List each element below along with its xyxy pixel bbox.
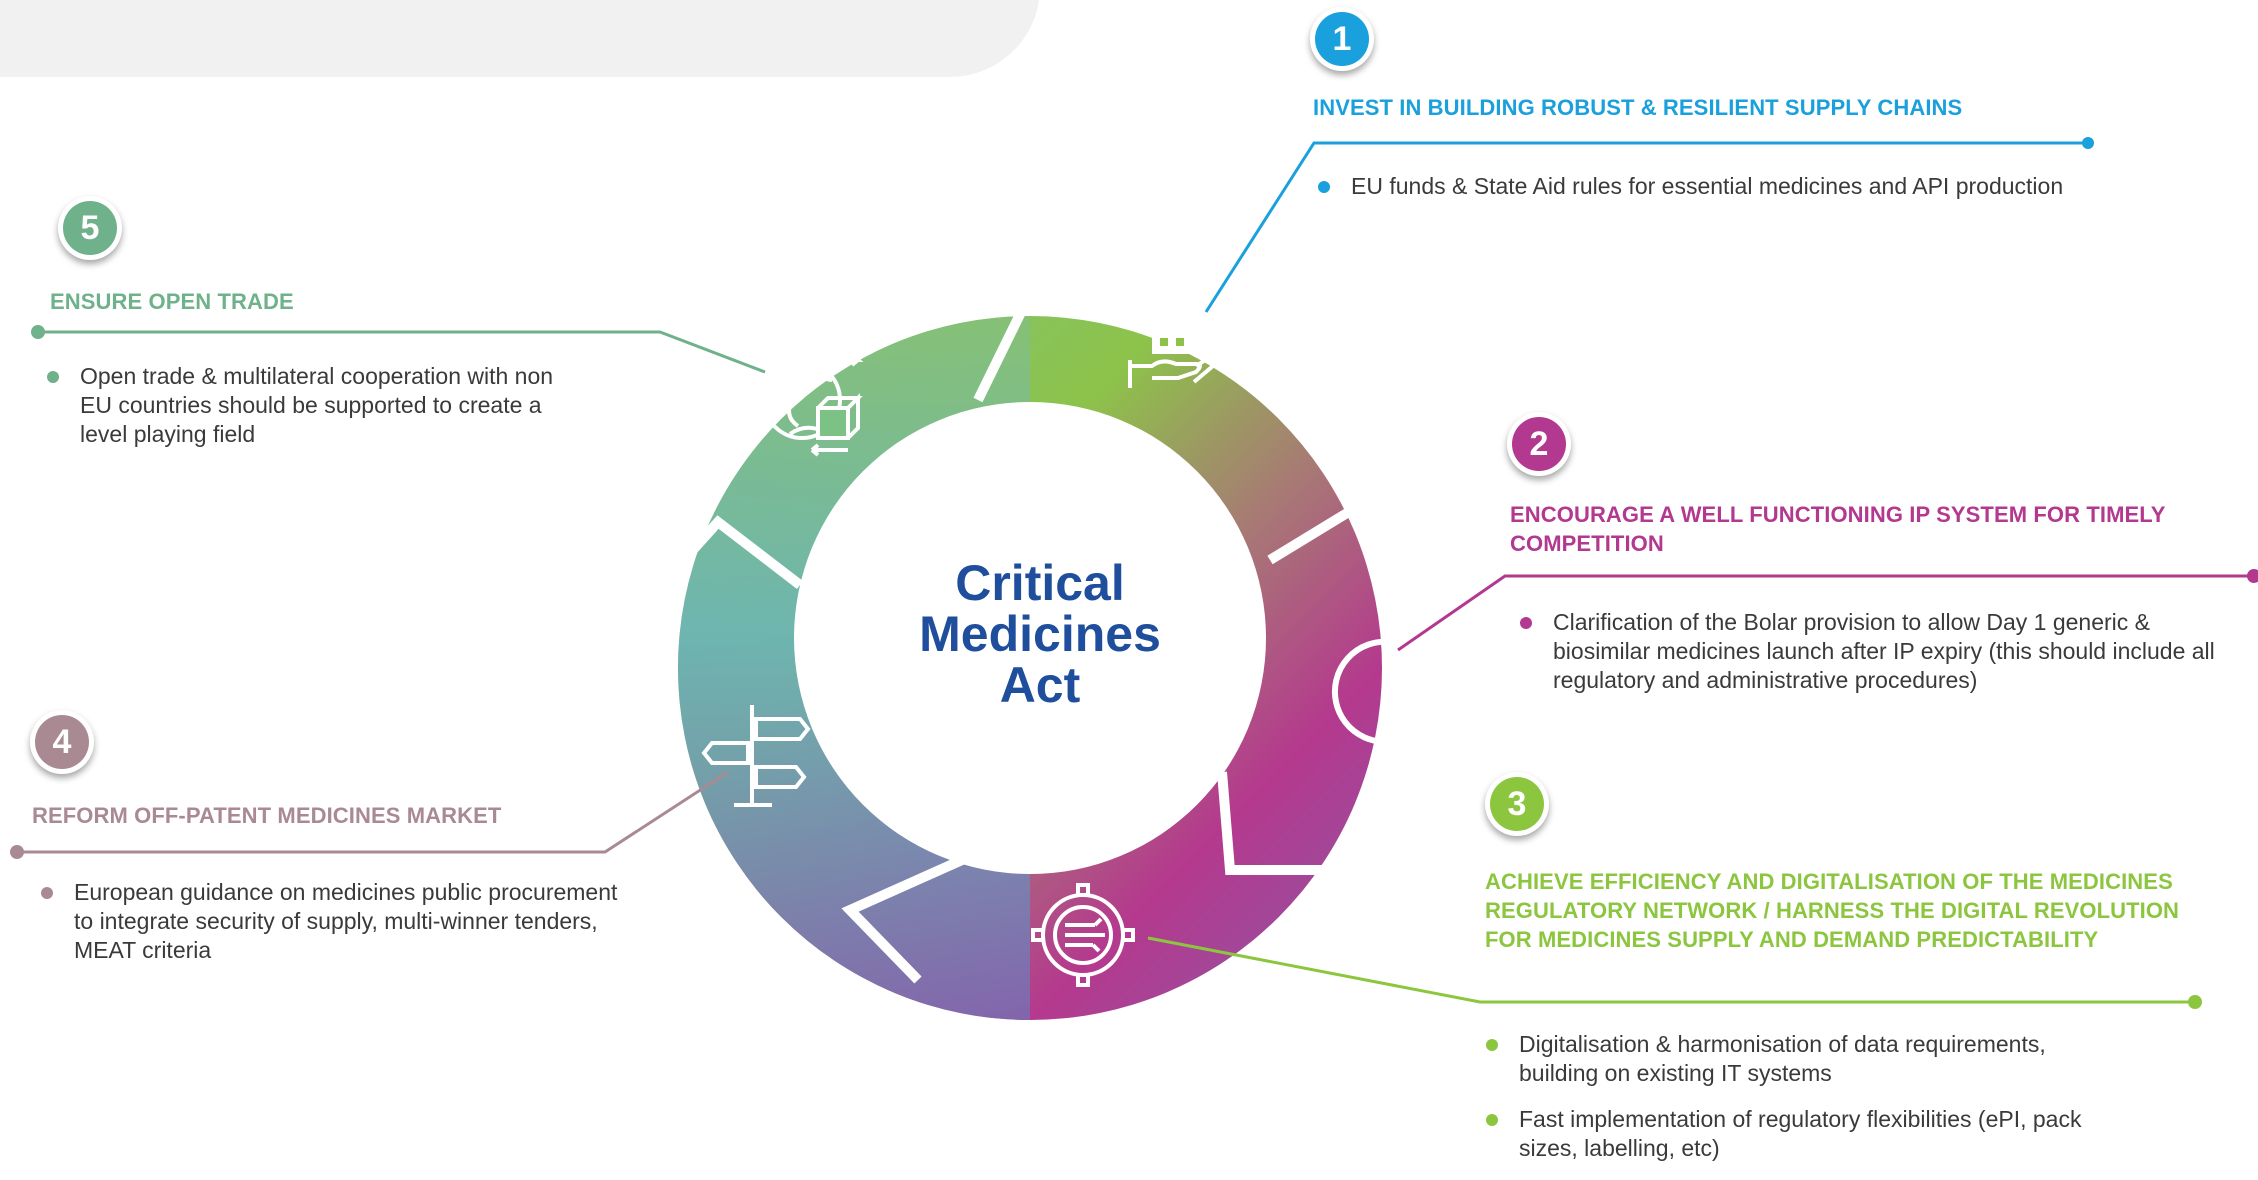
item-2-heading: ENCOURAGE A WELL FUNCTIONING IP SYSTEM F… — [1510, 502, 2166, 556]
item-3-bullets: Digitalisation & harmonisation of data r… — [1483, 1030, 2103, 1180]
item-3-number: 3 — [1490, 777, 1544, 831]
clock-icon — [1331, 638, 1437, 745]
connector-line-5 — [38, 330, 766, 374]
connector-line-3 — [1147, 936, 2195, 1004]
signpost-icon — [701, 705, 811, 807]
separator-1 — [925, 245, 1035, 403]
connector-line-1 — [1204, 141, 2088, 313]
separator-4 — [841, 855, 965, 984]
item-4-bullet: European guidance on medicines public pr… — [38, 878, 638, 965]
item-5-bullets: Open trade & multilateral cooperation wi… — [44, 362, 584, 466]
separator-2 — [1267, 407, 1358, 565]
top-card — [0, 0, 1040, 77]
digital-gear-icon — [1031, 883, 1135, 987]
item-1-number: 1 — [1315, 12, 1369, 66]
item-5-heading: ENSURE OPEN TRADE — [50, 289, 294, 314]
center-title: Critical Medicines Act — [880, 558, 1200, 711]
connector-dot-1 — [2082, 137, 2094, 149]
item-1-badge: 1 — [1310, 7, 1374, 71]
connector-dot-5 — [31, 325, 45, 339]
item-2-bullet: Clarification of the Bolar provision to … — [1517, 608, 2247, 695]
item-1-bullet: EU funds & State Aid rules for essential… — [1315, 172, 2115, 201]
item-3-bullet-1: Digitalisation & harmonisation of data r… — [1483, 1030, 2103, 1088]
connector-dot-4 — [10, 845, 24, 859]
connector-line-4 — [17, 770, 729, 854]
item-3-bullet-2: Fast implementation of regulatory flexib… — [1483, 1105, 2103, 1163]
item-1-heading: INVEST IN BUILDING ROBUST & RESILIENT SU… — [1313, 95, 1963, 120]
item-5-bullet: Open trade & multilateral cooperation wi… — [44, 362, 584, 449]
item-4-bullets: European guidance on medicines public pr… — [38, 878, 638, 982]
item-4-heading: REFORM OFF-PATENT MEDICINES MARKET — [32, 803, 502, 828]
item-2-bullets: Clarification of the Bolar provision to … — [1517, 608, 2247, 712]
item-2-number: 2 — [1512, 417, 1566, 471]
globe-trade-icon — [762, 353, 864, 457]
center-title-line-3: Act — [999, 657, 1081, 713]
item-5-badge: 5 — [58, 196, 122, 260]
separator-3 — [1217, 771, 1360, 875]
item-2-badge: 2 — [1507, 412, 1571, 476]
connector-line-2 — [1397, 574, 2258, 652]
center-title-line-1: Critical — [955, 555, 1125, 611]
item-4-badge: 4 — [30, 710, 94, 774]
item-3-heading: ACHIEVE EFFICIENCY AND DIGITALISATION OF… — [1485, 869, 2180, 952]
cycle-center — [794, 402, 1266, 874]
center-title-line-2: Medicines — [919, 606, 1161, 662]
factory-hand-icon — [1128, 300, 1225, 388]
item-4-number: 4 — [35, 715, 89, 769]
item-5-number: 5 — [63, 201, 117, 255]
separator-5 — [651, 515, 804, 596]
item-3-badge: 3 — [1485, 772, 1549, 836]
connector-dot-2 — [2247, 569, 2258, 583]
item-1-bullets: EU funds & State Aid rules for essential… — [1315, 172, 2115, 218]
connector-dot-3 — [2188, 995, 2202, 1009]
